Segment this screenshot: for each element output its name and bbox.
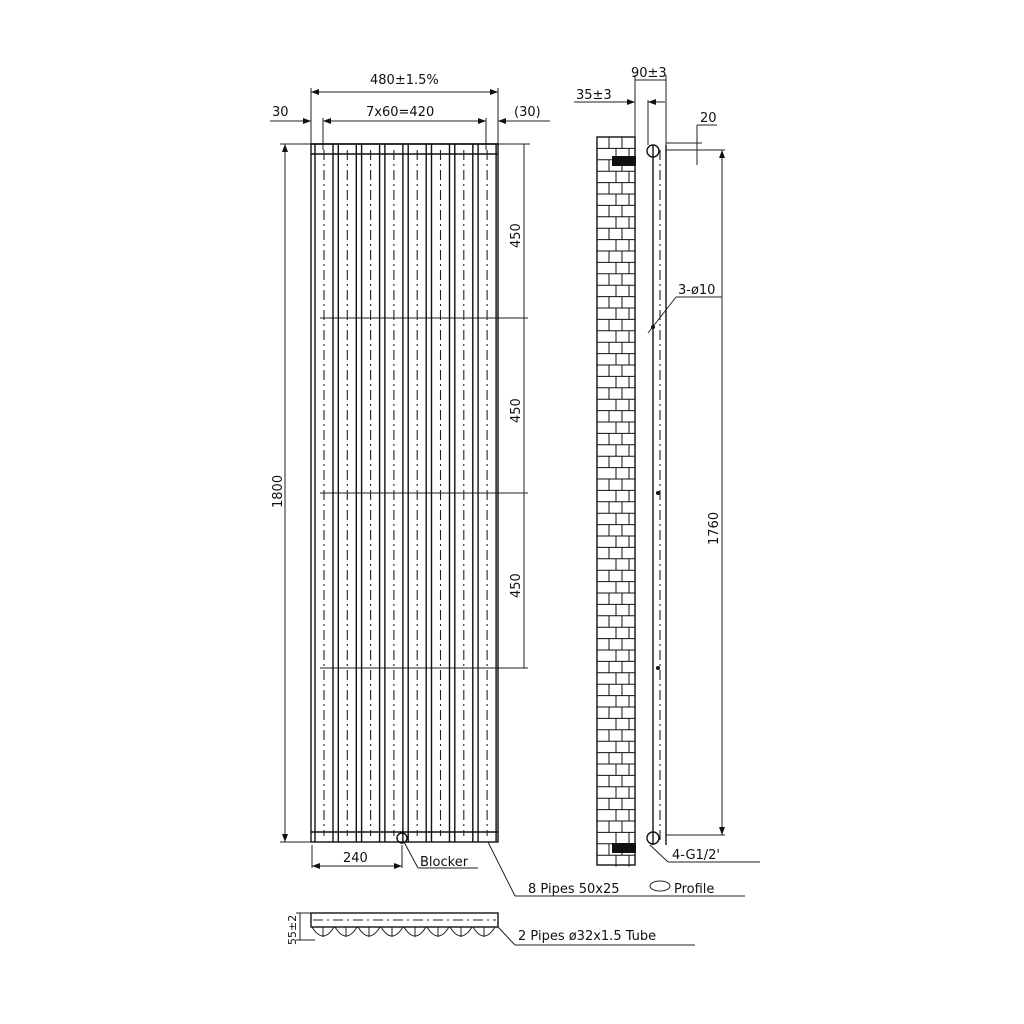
- profile-label: Profile: [674, 882, 714, 897]
- front-view: [270, 88, 550, 843]
- left-offset-label: 30: [272, 105, 289, 120]
- center-height-label: 1760: [707, 512, 722, 545]
- pipes-label: 8 Pipes 50x25: [528, 882, 620, 897]
- fixings-label: 3-ø10: [678, 283, 715, 298]
- segment-height-2: 450: [509, 398, 524, 423]
- depth-label: 90±3: [631, 66, 667, 81]
- pipe-spacing-label: 7x60=420: [366, 105, 434, 120]
- overall-height-label: 1800: [271, 475, 286, 508]
- blocker-label: Blocker: [420, 855, 469, 870]
- overall-width-label: 480±1.5%: [370, 73, 439, 88]
- bottom-depth-label: 55±2: [286, 915, 299, 945]
- connections-label: 4-G1/2': [672, 848, 720, 863]
- inlet-offset-label: 240: [343, 851, 368, 866]
- wall-gap-label: 35±3: [576, 88, 612, 103]
- segment-height-1: 450: [509, 223, 524, 248]
- header-tube-label: 2 Pipes ø32x1.5 Tube: [518, 929, 656, 944]
- right-offset-label: (30): [514, 105, 541, 120]
- top-offset-label: 20: [700, 111, 717, 126]
- segment-height-3: 450: [509, 573, 524, 598]
- side-view: [574, 75, 760, 866]
